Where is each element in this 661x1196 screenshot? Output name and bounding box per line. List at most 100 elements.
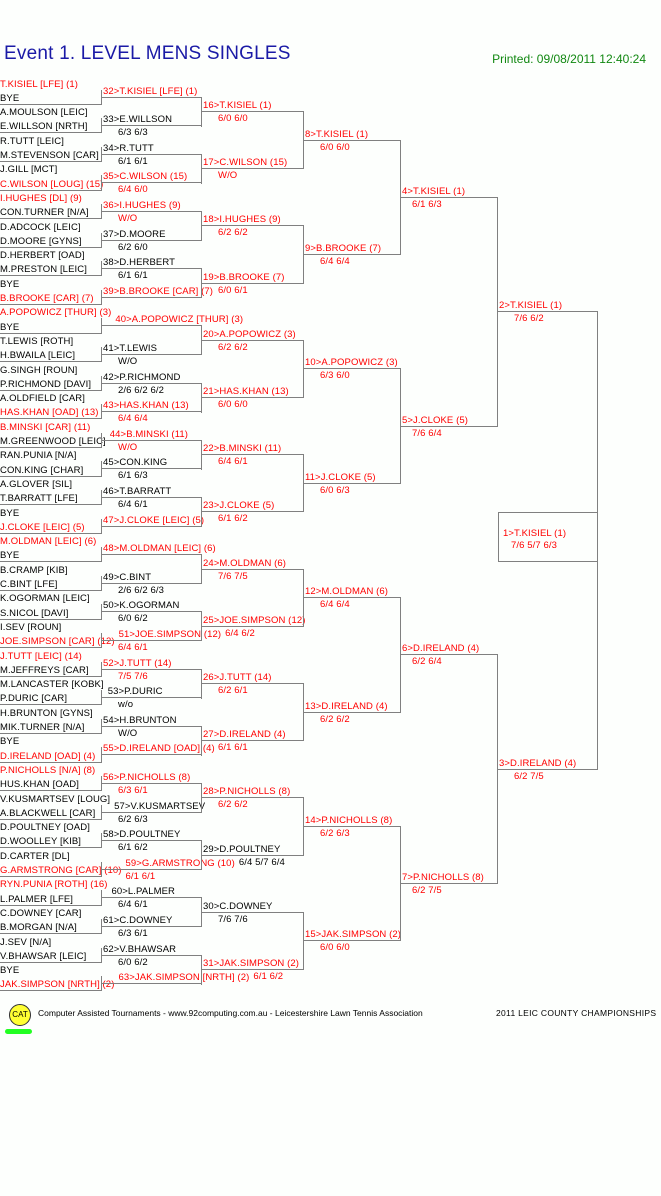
match-score: 6/1 6/3 [118,470,148,482]
bracket-line [201,912,304,913]
match-winner: 12>M.OLDMAN (6) [305,586,389,598]
bracket-line [0,647,102,648]
match-winner: 47>J.CLOKE [LEIC] (5) [103,514,205,526]
match-winner: 51>JOE.SIMPSON (12) [118,629,222,641]
draw-entry: HUS.KHAN [OAD] [0,779,79,791]
match-score: 6/2 6/1 [218,684,248,696]
bracket-line [201,154,202,184]
match-winner: 56>P.NICHOLLS (8) [103,772,191,784]
match-winner: 6>D.IRELAND (4) [402,643,480,655]
bracket-line [201,569,304,570]
cat-logo: CAT [9,1004,31,1026]
printed-timestamp: Printed: 09/08/2011 12:40:24 [492,52,646,66]
draw-entry: K.OGORMAN [LEIC] [0,593,90,605]
match-winner: 36>I.HUGHES (9) [103,200,181,212]
draw-entry: A.BLACKWELL [CAR] [0,807,96,819]
draw-entry: T.BARRATT [LFE] [0,493,78,505]
match-winner: 57>V.KUSMARTSEV [114,800,206,812]
match-winner: 38>D.HERBERT [103,257,176,269]
match-score: 6/1 6/3 [412,198,442,210]
bracket-line [201,969,304,970]
match-winner: 31>JAK.SIMPSON (2) [203,957,300,969]
bracket-line [0,447,102,448]
match-winner: 3>D.IRELAND (4) [499,757,577,769]
bracket-line [303,340,304,398]
match-winner: 5>J.CLOKE (5) [402,414,468,426]
draw-entry: B.MINSKI [CAR] (11) [0,421,91,433]
bracket-line [0,847,102,848]
draw-entry: M.PRESTON [LEIC] [0,264,87,276]
draw-entry: A.MOULSON [LEIC] [0,107,88,119]
bracket-line [101,669,202,670]
bracket-line [0,104,102,105]
bracket-line [0,418,102,419]
match-winner: 37>D.MOORE [103,228,166,240]
match-winner: 18>I.HUGHES (9) [203,214,281,226]
match-winner: 26>J.TUTT (14) [203,671,272,683]
draw-entry: I.HUGHES [DL] (9) [0,192,82,204]
bracket-line [400,883,498,884]
bracket-line [101,468,202,469]
draw-entry: B.BROOKE [CAR] (7) [0,293,94,304]
bracket-line [0,676,102,677]
draw-entry: J.CLOKE [LEIC] (5) [0,521,85,533]
match-score: 6/4 6/1 [218,456,248,468]
match-score: 6/1 6/1 [218,742,248,754]
bracket-line [101,383,202,384]
bracket-line [201,726,202,756]
bracket-line [303,912,304,970]
bracket-line [201,626,304,627]
logo-underline-bar [5,1029,32,1034]
match-winner: 7>P.NICHOLLS (8) [402,872,484,884]
bracket-line [101,297,202,298]
bracket-line [303,597,401,598]
draw-entry: BYE [0,92,20,104]
bracket-line [201,283,304,284]
match-winner: 62>V.BHAWSAR [103,943,177,955]
draw-entry: HAS.KHAN [OAD] (13) [0,407,99,419]
match-score: 6/1 6/1 [118,270,148,282]
draw-entry: B.CRAMP [KIB] [0,564,68,576]
match-winner: 10>A.POPOWICZ (3) [305,357,398,369]
bracket-line [101,211,202,212]
bracket-line [101,440,202,441]
match-score: 6/2 6/2 [218,341,248,353]
bracket-line [0,390,102,391]
draw-entry: R.TUTT [LEIC] [0,135,64,147]
match-winner: 22>B.MINSKI (11) [203,443,282,455]
bracket-line [400,654,498,655]
bracket-line [101,611,202,612]
match-winner: 48>M.OLDMAN [LEIC] (6) [103,543,216,555]
bracket-line [101,154,202,155]
match-score: 7/5 7/6 [118,670,148,682]
match-score: W/O [118,441,138,453]
footer-credit: Computer Assisted Tournaments - www.92co… [38,1008,423,1018]
match-score: 7/6 7/5 [218,570,248,582]
match-winner: 11>J.CLOKE (5) [305,471,376,483]
match-score: 6/2 6/4 [412,656,442,668]
bracket-line [201,111,304,112]
match-score: 6/1 6/2 [118,842,148,854]
draw-entry: L.PALMER [LFE] [0,893,74,905]
match-winner: 45>CON.KING [103,457,168,469]
bracket-line [0,275,102,276]
draw-entry: B.MORGAN [N/A] [0,922,77,934]
bracket-line [101,640,202,641]
bracket-line [201,225,304,226]
bracket-line [201,683,304,684]
bracket-line [303,140,401,141]
match-score: W/O [218,170,238,182]
match-score: 6/0 6/2 [118,613,148,625]
match-score: 6/2 6/0 [118,241,148,253]
match-winner: 23>J.CLOKE (5) [203,500,275,512]
bracket-line [101,926,202,927]
match-score: W/O [118,727,138,739]
match-score: 6/2 6/2 [218,799,248,811]
draw-entry: T.KISIEL [LFE] (1) [0,78,78,90]
bracket-line [303,483,401,484]
bracket-line [101,783,202,784]
bracket-line [101,812,202,813]
draw-entry: C.BINT [LFE] [0,579,58,590]
match-winner: 29>D.POULTNEY [203,843,281,855]
bracket-line [597,311,598,770]
